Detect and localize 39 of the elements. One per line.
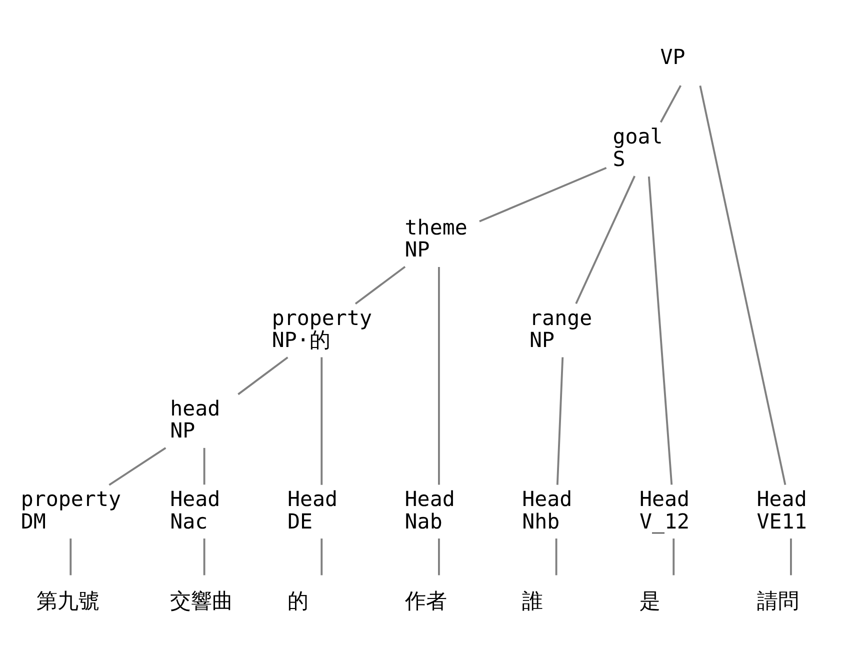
connector bbox=[237, 356, 288, 395]
connector bbox=[659, 84, 682, 122]
node-text: 誰 bbox=[522, 588, 543, 612]
connector bbox=[354, 265, 406, 304]
connector bbox=[202, 538, 205, 575]
node-text: 第九號 bbox=[36, 588, 99, 612]
node-text: Head Nac bbox=[170, 486, 220, 533]
node-text: Head VE11 bbox=[756, 486, 806, 533]
node-text: Head Nab bbox=[404, 486, 454, 533]
node-text: head NP bbox=[170, 396, 220, 442]
node-text: Head V_12 bbox=[638, 486, 690, 533]
connector bbox=[647, 176, 672, 484]
connector bbox=[790, 538, 792, 575]
connector bbox=[554, 538, 557, 575]
connector bbox=[438, 538, 440, 575]
connector bbox=[320, 356, 322, 484]
node-text: 作者 bbox=[404, 588, 446, 612]
connector bbox=[108, 446, 166, 486]
connector bbox=[438, 266, 440, 484]
node-text: 的 bbox=[286, 588, 308, 612]
connector bbox=[69, 538, 72, 575]
node-text: property DM bbox=[20, 486, 120, 533]
connector bbox=[574, 175, 635, 304]
node-text: 交響曲 bbox=[170, 588, 233, 612]
connector bbox=[556, 356, 564, 484]
node-text: 請問 bbox=[756, 588, 798, 612]
node-text: Head Nhb bbox=[522, 486, 572, 533]
node-text: 是 bbox=[638, 588, 660, 612]
node-text: property NP·的 bbox=[271, 305, 372, 352]
connector bbox=[672, 538, 674, 575]
node-text: Head DE bbox=[286, 486, 338, 533]
node-text: theme NP bbox=[404, 214, 467, 262]
connector bbox=[202, 447, 205, 484]
connector bbox=[698, 85, 786, 485]
node-text: goal S bbox=[612, 124, 662, 170]
node-text: VP bbox=[660, 44, 685, 69]
connector bbox=[320, 538, 322, 575]
node-text: range NP bbox=[529, 305, 592, 352]
connector bbox=[478, 166, 606, 222]
